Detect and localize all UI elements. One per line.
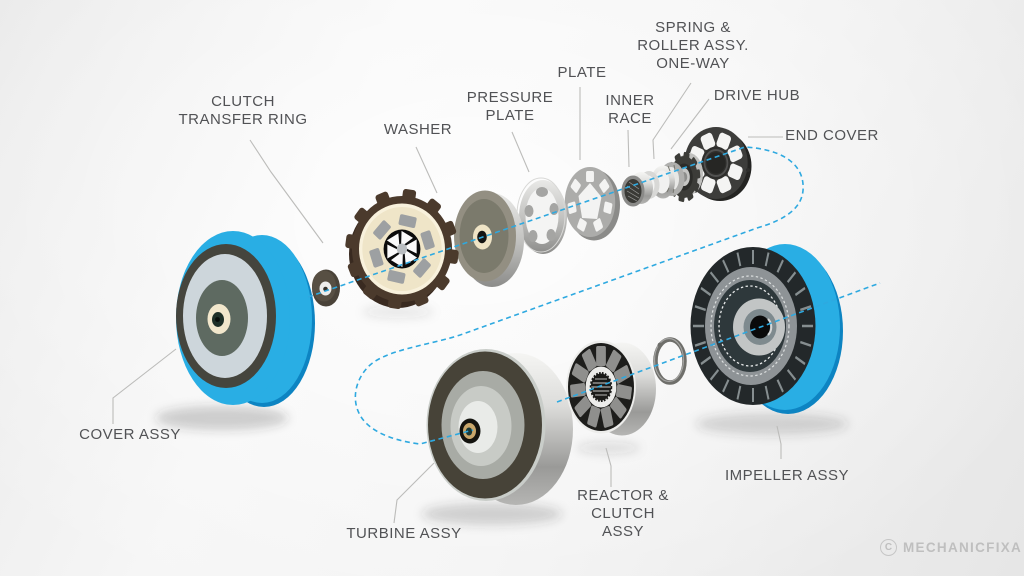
part-reactor-clutch-assy [566,340,656,436]
leader-cover-assy [112,348,177,424]
label-inner-race: INNER RACE [605,92,655,127]
leader-washer [415,146,438,194]
leader-turbine-assy [393,462,435,524]
assembly-axis-dashed-line [307,146,881,445]
watermark-text: MECHANICFIXA [903,540,1023,555]
part-impeller-assy [690,244,843,414]
part-pressure-plate [516,177,567,254]
part-washer [454,190,524,287]
leader-drive-hub [670,98,710,150]
label-spring-roller: SPRING & ROLLER ASSY. ONE-WAY [637,19,749,72]
label-washer: WASHER [383,121,453,138]
label-plate: PLATE [557,64,607,81]
leader-reactor-clutch-assy [605,447,612,487]
part-plate [564,167,620,241]
label-reactor-clutch-assy: REACTOR & CLUTCH ASSY [577,487,669,540]
label-impeller-assy: IMPELLER ASSY [724,467,850,484]
watermark: C MECHANICFIXA [880,539,1022,556]
label-end-cover: END COVER [785,127,879,144]
leader-pressure-plate [511,131,530,173]
label-pressure-plate: PRESSURE PLATE [466,89,554,124]
label-turbine-assy: TURBINE ASSY [346,525,462,542]
part-clutch-disc [344,188,460,310]
part-shadows [156,306,848,525]
part-cover-assy [176,231,315,407]
copyright-icon: C [880,539,897,556]
label-cover-assy: COVER ASSY [79,426,181,443]
label-drive-hub: DRIVE HUB [713,87,801,104]
leader-inner-race [627,129,630,168]
part-snap-ring [653,337,687,385]
part-turbine-assy [426,349,573,505]
leader-impeller-assy [776,425,782,459]
label-clutch-transfer-ring: CLUTCH TRANSFER RING [178,93,308,128]
part-inner-race [621,172,653,207]
leader-spring-roller [652,82,692,160]
leader-lines [112,82,783,524]
leader-clutch-transfer-ring [249,139,324,244]
